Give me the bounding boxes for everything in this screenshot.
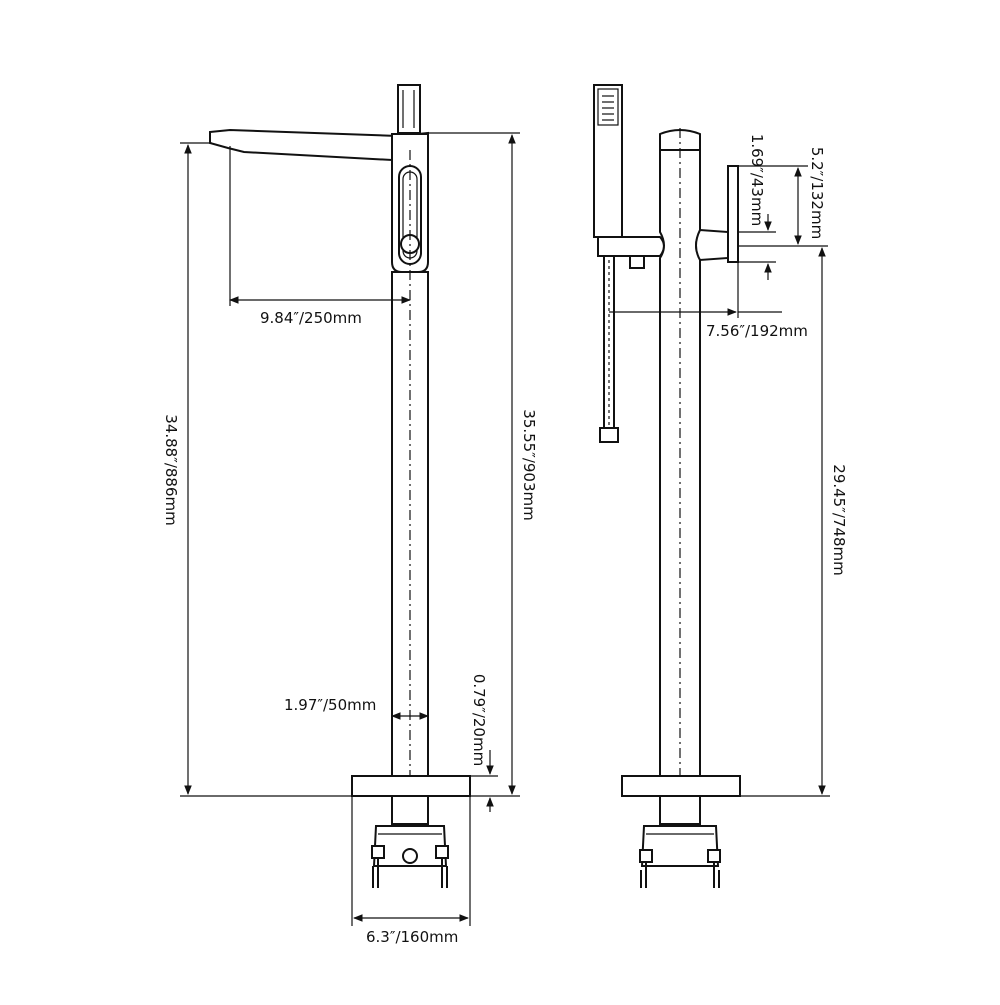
front-view: 9.84″/250mm 34.88″/886mm 35.55″/903mm 1.… (162, 84, 538, 946)
side-base-plate (621, 775, 741, 797)
dim-handle-depth: 7.56″/192mm (706, 322, 808, 340)
front-shower-holder (397, 84, 421, 134)
dim-pipe-diameter: 1.97″/50mm (284, 696, 376, 714)
dim-spout-height: 34.88″/886mm (162, 414, 180, 525)
side-mount-body (640, 825, 720, 867)
dim-handle-height: 1.69″/43mm (748, 134, 766, 226)
side-shower-hose (599, 256, 619, 443)
dim-spout-reach: 9.84″/250mm (260, 309, 362, 327)
dim-base-width: 6.3″/160mm (366, 928, 458, 946)
dim-handle-top-height: 5.2″/132mm (808, 147, 826, 239)
side-hand-shower (593, 84, 623, 238)
side-view: 1.69″/43mm 5.2″/132mm 7.56″/192mm 29.45″… (593, 84, 848, 888)
shower-nozzle-grid (602, 95, 614, 121)
side-holder-bracket (597, 236, 665, 257)
side-spout-head (659, 129, 701, 151)
front-mount-bolts (371, 845, 449, 888)
dim-holder-height: 29.45″/748mm (830, 464, 848, 575)
front-base-plate (351, 775, 471, 797)
dim-overall-height: 35.55″/903mm (520, 409, 538, 520)
side-lever (695, 228, 729, 262)
side-mount-bolts (639, 849, 721, 888)
dim-base-thickness: 0.79″/20mm (470, 674, 488, 766)
